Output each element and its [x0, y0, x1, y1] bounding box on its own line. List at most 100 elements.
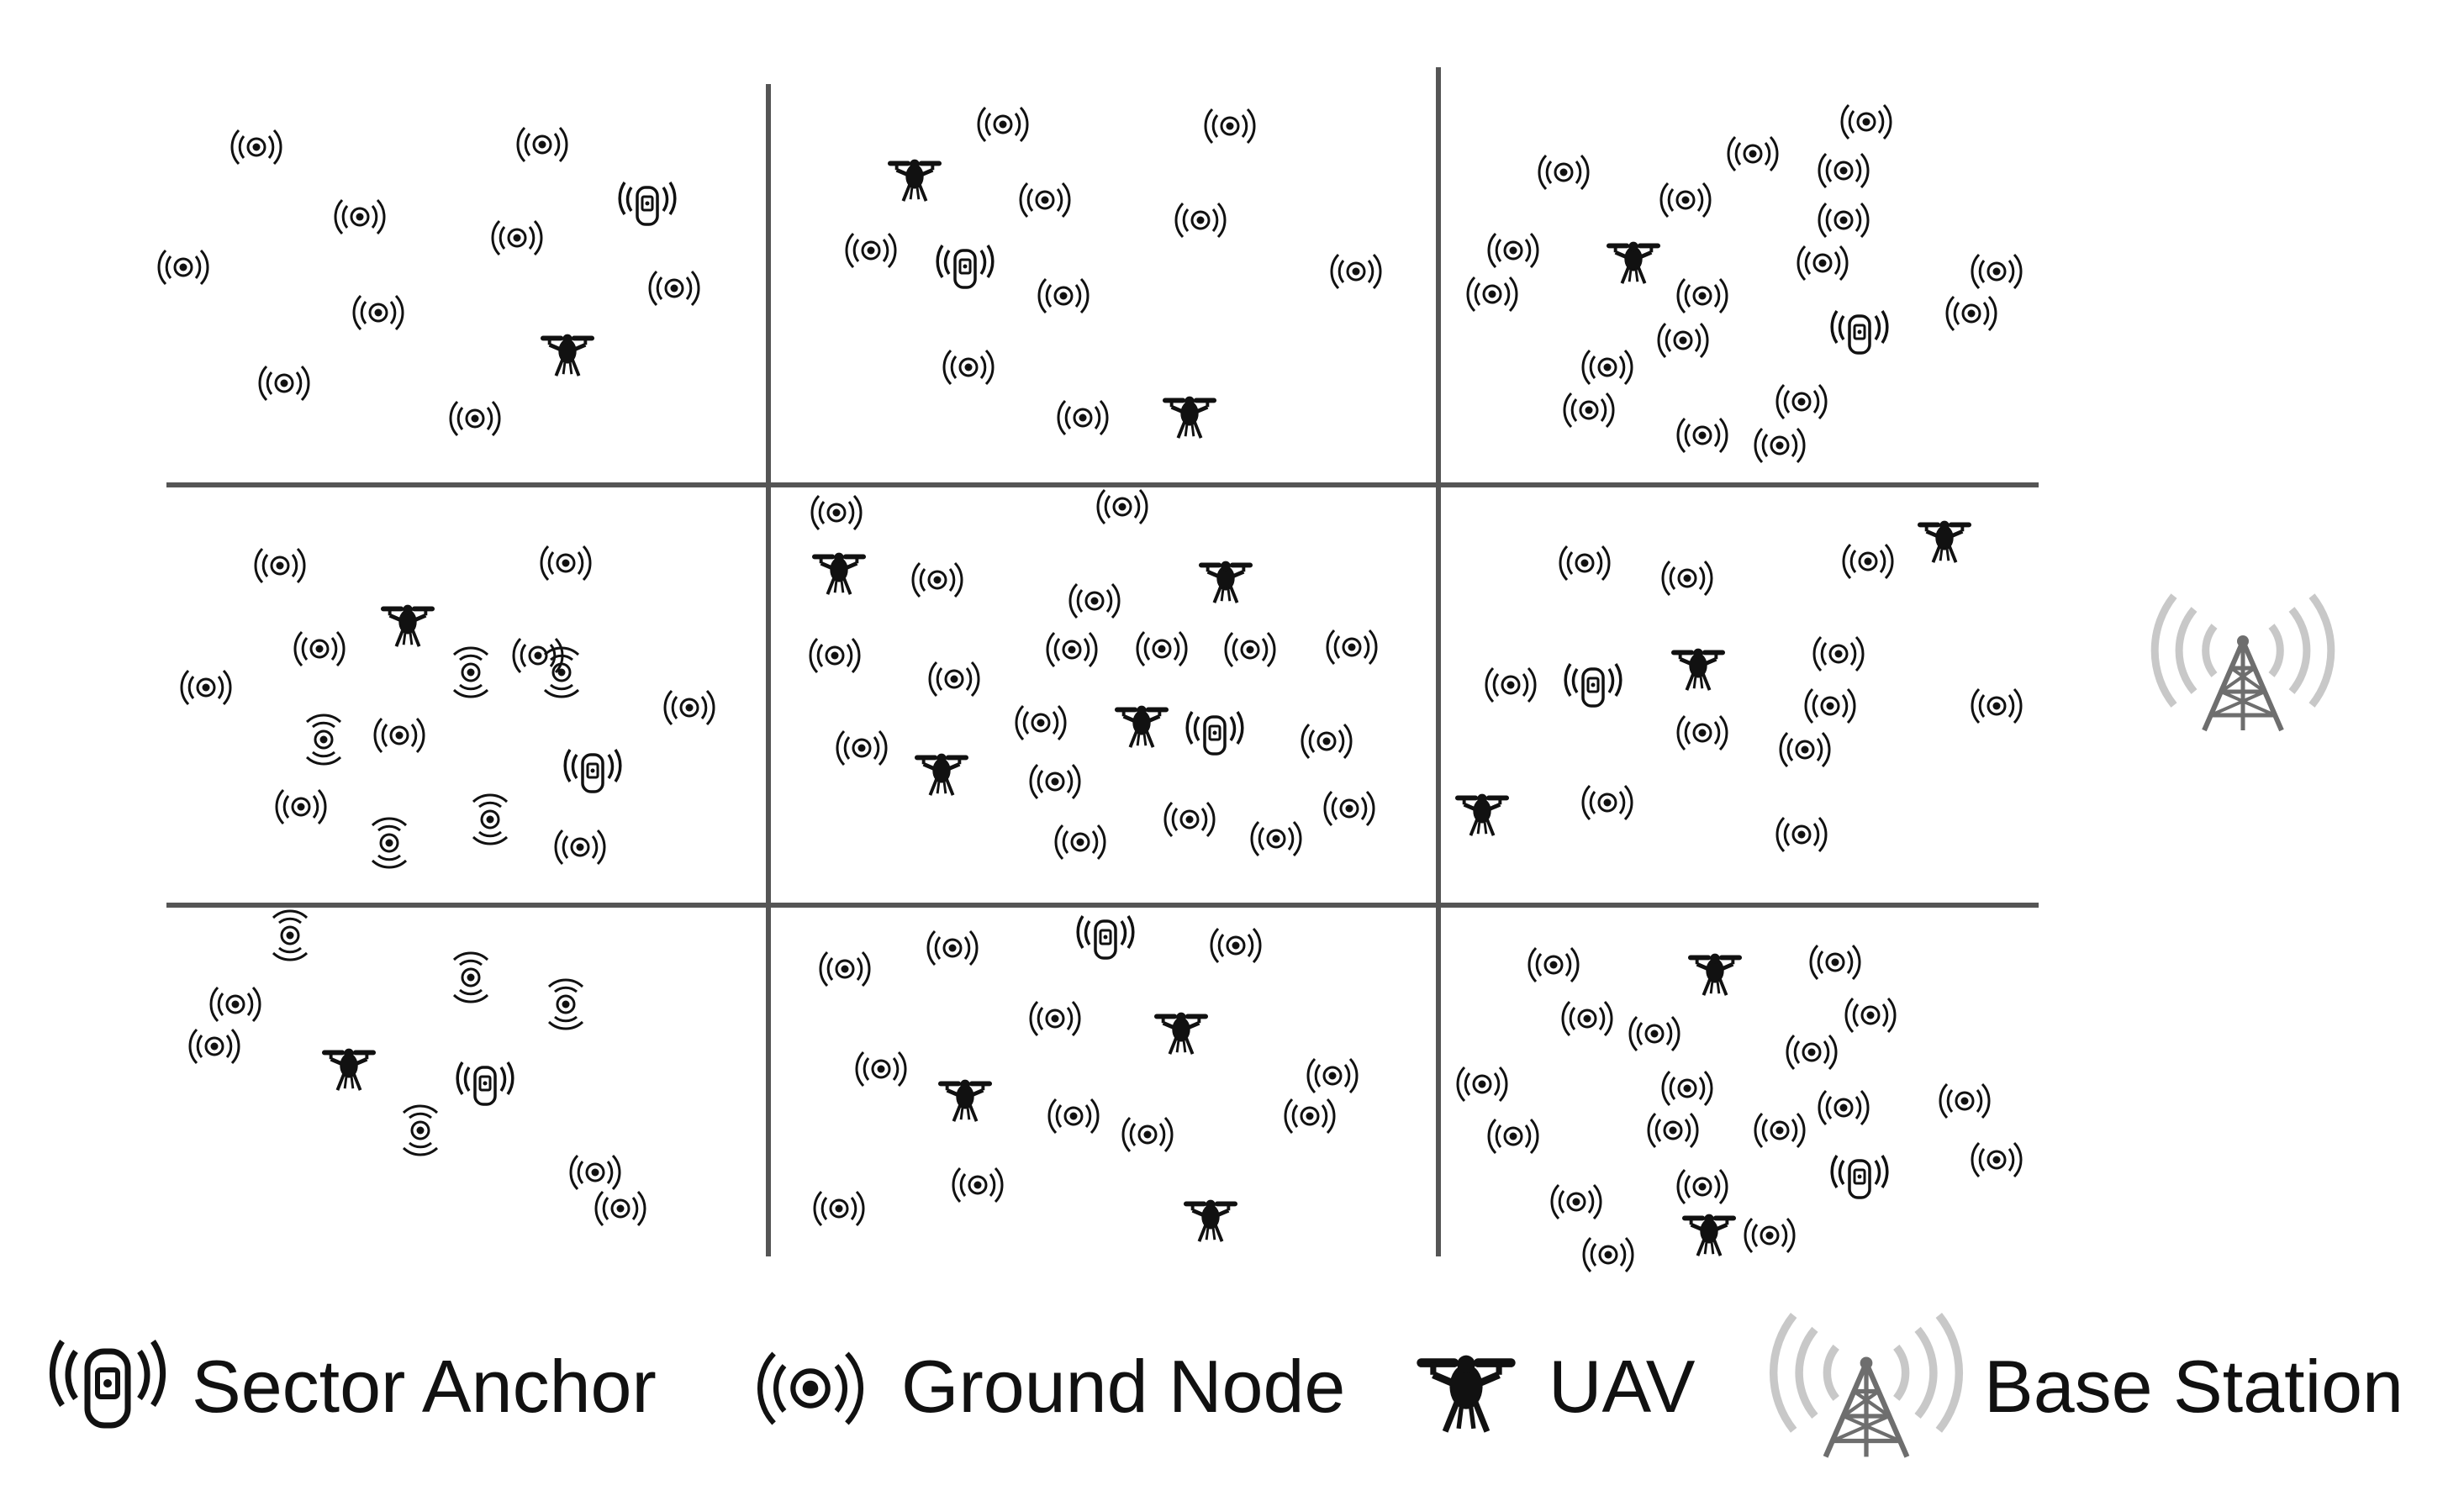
ground-node-vertical-icon: [452, 646, 489, 698]
uav-icon: [917, 754, 966, 796]
ground-node-icon: [1676, 277, 1728, 314]
uav-icon: [1422, 1356, 1512, 1432]
ground-node-icon: [1301, 723, 1353, 760]
uav-icon: [941, 1080, 989, 1122]
ground-node-icon: [1163, 801, 1216, 838]
ground-node-icon: [1812, 635, 1865, 672]
ground-node-icon: [373, 717, 425, 754]
ground-node-icon: [1676, 417, 1728, 454]
ground-node-icon: [1661, 1070, 1713, 1107]
ground-node-icon: [1727, 135, 1779, 172]
ground-node-icon: [1057, 399, 1109, 436]
ground-node-icon: [1563, 392, 1615, 429]
uav-icon: [1157, 1013, 1206, 1055]
ground-node-icon: [1538, 154, 1590, 191]
ground-node-icon: [648, 270, 700, 307]
ground-node-icon: [1744, 1217, 1796, 1254]
ground-node-icon: [254, 547, 306, 584]
ground-node-icon: [352, 294, 404, 331]
nodes-layer: [157, 103, 2023, 1273]
sector-anchor-icon: [1564, 662, 1622, 708]
ground-node-icon: [942, 349, 995, 386]
ground-node-icon: [1037, 277, 1090, 314]
ground-node-icon: [1775, 383, 1828, 420]
ground-node-vertical-icon: [402, 1104, 439, 1156]
ground-node-icon: [1797, 245, 1849, 282]
ground-node-icon: [1306, 1057, 1359, 1094]
ground-node-icon: [594, 1190, 646, 1227]
ground-node-icon: [188, 1028, 240, 1065]
ground-node-icon: [1224, 631, 1276, 668]
uav-icon: [1685, 1214, 1733, 1256]
ground-node-icon: [809, 637, 861, 674]
ground-node-icon: [1676, 1168, 1728, 1205]
ground-node-icon: [1466, 276, 1518, 313]
ground-node-icon: [1818, 152, 1870, 189]
uav-icon: [1691, 954, 1739, 996]
ground-node-icon: [1485, 666, 1537, 703]
ground-node-icon: [334, 198, 386, 235]
uav-icon: [324, 1049, 373, 1091]
ground-node-icon: [275, 788, 327, 825]
ground-node-vertical-icon: [472, 793, 509, 845]
ground-node-icon: [810, 494, 863, 531]
uav-icon: [1117, 706, 1166, 748]
legend-label-uav: UAV: [1549, 1345, 1696, 1428]
ground-node-icon: [1019, 182, 1071, 219]
uav-icon: [1674, 649, 1723, 691]
sector-anchor-icon: [1830, 309, 1889, 355]
sector-anchor-icon: [618, 181, 677, 226]
ground-node-icon: [1676, 714, 1728, 751]
uav-icon: [1165, 397, 1214, 439]
ground-node-icon: [1054, 824, 1106, 861]
legend-label-ground-node: Ground Node: [901, 1345, 1345, 1428]
sector-anchor-icon: [456, 1061, 514, 1106]
ground-node-icon: [1775, 816, 1828, 853]
ground-node-icon: [1029, 763, 1081, 800]
ground-node-icon: [926, 930, 979, 966]
uav-icon: [543, 334, 592, 377]
ground-node-icon: [845, 232, 897, 269]
ground-node-icon: [1456, 1066, 1508, 1103]
ground-node-icon: [1971, 253, 2023, 290]
ground-node-icon: [1661, 560, 1713, 597]
ground-node-icon: [1174, 202, 1227, 239]
ground-node-icon: [952, 1167, 1004, 1203]
ground-node-icon: [1029, 1000, 1081, 1037]
ground-node-icon: [516, 126, 568, 163]
ground-node-icon: [819, 951, 871, 988]
ground-node-icon: [1779, 731, 1831, 768]
uav-icon: [1609, 242, 1658, 284]
ground-node-icon: [1945, 295, 1997, 332]
ground-node-icon: [1818, 1089, 1870, 1126]
ground-node-icon: [836, 729, 888, 766]
ground-node-icon: [1326, 629, 1378, 666]
ground-node-icon: [1939, 1082, 1991, 1119]
ground-node-icon: [1204, 108, 1256, 145]
ground-node-icon: [1628, 1015, 1680, 1052]
base-station-icon: [1774, 1315, 1960, 1456]
ground-node-icon: [1842, 543, 1894, 580]
ground-node-icon: [1559, 545, 1611, 582]
ground-node-icon: [1068, 582, 1121, 619]
ground-node-icon: [1754, 1112, 1806, 1149]
ground-node-vertical-icon: [452, 951, 489, 1003]
ground-node-icon: [1647, 1112, 1699, 1149]
ground-node-icon: [928, 661, 980, 698]
ground-node-icon: [1284, 1098, 1336, 1135]
ground-node-icon: [1582, 1236, 1634, 1273]
ground-node-icon: [449, 400, 501, 437]
uav-icon: [815, 553, 863, 595]
ground-node-vertical-icon: [547, 978, 584, 1030]
ground-node-icon: [977, 106, 1029, 143]
ground-node-icon: [1250, 820, 1302, 857]
sector-anchor-icon: [1076, 914, 1135, 960]
ground-node-icon: [813, 1190, 865, 1227]
ground-node-icon: [855, 1051, 907, 1088]
ground-node-icon: [1786, 1034, 1838, 1071]
sector-anchor-icon: [563, 748, 622, 793]
ground-node-icon: [1136, 630, 1188, 667]
ground-node-icon: [569, 1154, 621, 1191]
ground-node-icon: [293, 630, 346, 667]
base-station-icon: [2155, 596, 2331, 730]
